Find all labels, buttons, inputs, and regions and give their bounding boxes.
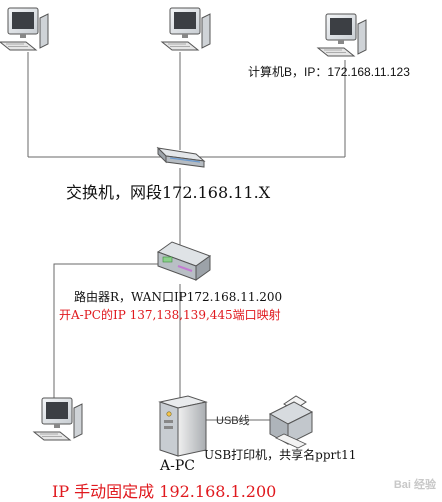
switch-label: 交换机，网段172.168.11.X (66, 183, 271, 202)
switch-icon (156, 146, 206, 168)
usb-cable-label: USB线 (216, 415, 250, 427)
computer-b-icon (317, 13, 367, 57)
router-label: 路由器R，WAN口IP172.168.11.200 (74, 290, 283, 304)
computer-b-label: 计算机B，IP：172.168.11.123 (248, 65, 410, 79)
printer-label: USB打印机，共享名pprt11 (204, 448, 357, 462)
computer-middle-icon (161, 7, 211, 51)
a-pc-tower-icon (158, 395, 208, 457)
printer-icon (268, 395, 314, 449)
watermark-logo: Bai 经验 (393, 479, 436, 491)
router-icon (156, 241, 212, 281)
link-router-pc (53, 263, 160, 398)
computer-lower-left-icon (33, 397, 83, 441)
a-pc-ip-label: IP 手动固定成 192.168.1.200 (52, 482, 277, 501)
a-pc-label: A-PC (160, 458, 195, 474)
connection-lines (27, 52, 346, 421)
computer-left-icon (0, 7, 49, 51)
port-mapping-label: 开A-PC的IP 137,138,139,445端口映射 (59, 308, 281, 322)
